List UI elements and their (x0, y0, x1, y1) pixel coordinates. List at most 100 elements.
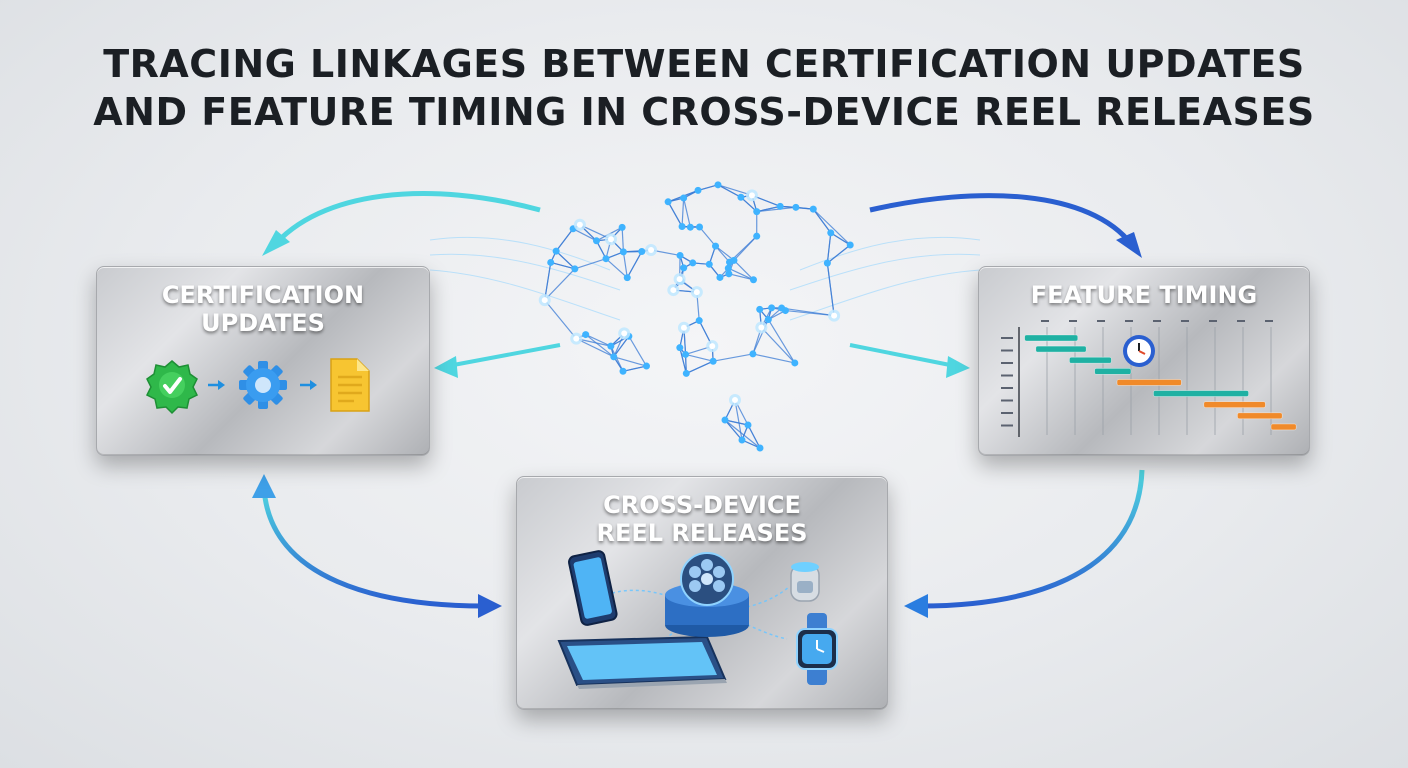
reel-panel-title: CROSS-DEVICE REEL RELEASES (517, 491, 887, 547)
brain-node (676, 251, 684, 259)
brain-node (724, 264, 732, 272)
brain-node-core (732, 397, 738, 403)
brain-node-core (680, 324, 687, 331)
gantt-bar (1270, 423, 1297, 431)
brain-node (744, 421, 752, 429)
feature-timing-panel: FEATURE TIMING (978, 266, 1310, 456)
gantt-header-tick (1237, 320, 1245, 322)
brain-node-core (621, 330, 628, 337)
gantt-bar (1024, 334, 1079, 342)
brain-node (642, 362, 650, 370)
brain-node-core (576, 221, 583, 228)
brain-node (695, 317, 703, 325)
brain-node (610, 353, 618, 361)
brain-node (638, 247, 646, 255)
diagram-title: TRACING LINKAGES BETWEEN CERTIFICATION U… (0, 40, 1408, 136)
brain-node-core (758, 324, 765, 331)
certification-icons (145, 358, 370, 415)
gantt-bar (1153, 390, 1249, 397)
gantt-header-tick (1097, 320, 1105, 322)
arrow-feature-to-reel (919, 469, 1145, 609)
brain-node (592, 237, 600, 245)
arrowhead-certification (262, 230, 290, 256)
brain-node (768, 304, 776, 312)
smartwatch-icon (796, 613, 838, 685)
brain-node (756, 444, 764, 452)
brain-node (607, 342, 615, 350)
gantt-row-label (1001, 374, 1013, 377)
gantt-row-label (1001, 424, 1013, 427)
brain-node (682, 350, 690, 358)
brain-node (730, 256, 738, 264)
gantt-row-label (1001, 349, 1013, 352)
brain-node (792, 203, 800, 211)
cross-device-reel-releases-panel: CROSS-DEVICE REEL RELEASES (516, 476, 888, 710)
brain-nodes (538, 181, 854, 452)
brain-node (753, 232, 761, 240)
gantt-row-label (1001, 412, 1013, 414)
brain-node-core (709, 343, 716, 350)
brain-node (582, 331, 590, 339)
brain-node (712, 242, 720, 250)
brain-node (756, 305, 764, 313)
brain-node (823, 259, 831, 267)
arrow-brain-to-feature-panel (849, 343, 956, 368)
gantt-header-tick (1209, 320, 1217, 322)
gantt-bar (1094, 368, 1132, 375)
brain-node-core (748, 192, 755, 199)
gantt-header-tick (1041, 320, 1049, 322)
brain-node-core (670, 287, 677, 294)
brain-node (725, 270, 733, 278)
gantt-bar (1203, 401, 1266, 408)
brain-node (680, 264, 688, 272)
brain-node (682, 369, 690, 377)
arrow-right-icon (208, 380, 225, 390)
brain-node (709, 357, 717, 365)
gantt-bar (1035, 345, 1087, 353)
brain-node-core (608, 236, 615, 243)
gear-icon (239, 361, 287, 409)
brain-node (678, 223, 686, 231)
brain-node (737, 193, 745, 201)
brain-node (749, 276, 757, 284)
brain-node (694, 186, 702, 194)
brain-node (778, 304, 786, 312)
title-line-1: TRACING LINKAGES BETWEEN CERTIFICATION U… (103, 42, 1305, 86)
tablet-icon (557, 635, 727, 689)
check-badge-icon (145, 360, 199, 415)
gantt-bar (1237, 412, 1283, 420)
brain-node (753, 208, 761, 216)
brain-node-core (541, 297, 548, 304)
arrowhead-reel-right (904, 594, 928, 618)
gantt-header-tick (1153, 320, 1161, 322)
brain-node (714, 181, 722, 189)
brain-node (619, 367, 627, 375)
gantt-header-tick (1265, 320, 1273, 322)
smartphone-icon (568, 550, 618, 626)
arrow-brain-to-certification (270, 191, 541, 250)
gantt-chart (1001, 320, 1297, 437)
speaker-icon (790, 562, 820, 602)
arrow-brain-to-feature-timing (869, 193, 1134, 247)
gantt-row-label (1001, 399, 1013, 402)
brain-node (776, 202, 784, 210)
brain-node (618, 223, 626, 231)
brain-node (689, 259, 697, 267)
brain-node (664, 198, 672, 206)
brain-node (602, 255, 610, 263)
gantt-bar (1069, 356, 1112, 364)
brain-node (680, 194, 688, 202)
brain-node (571, 265, 579, 273)
arrowhead-cert-up (252, 474, 276, 498)
clock-icon (1123, 335, 1155, 367)
brain-node-core (676, 276, 683, 283)
brain-node (552, 247, 560, 255)
arrowhead-cert-panel (434, 356, 458, 378)
gantt-row-label (1001, 337, 1013, 339)
reel-title-line-2: REEL RELEASES (596, 519, 808, 547)
brain-node (686, 223, 694, 231)
brain-node (705, 260, 713, 268)
reel-title-line-1: CROSS-DEVICE (603, 491, 801, 519)
